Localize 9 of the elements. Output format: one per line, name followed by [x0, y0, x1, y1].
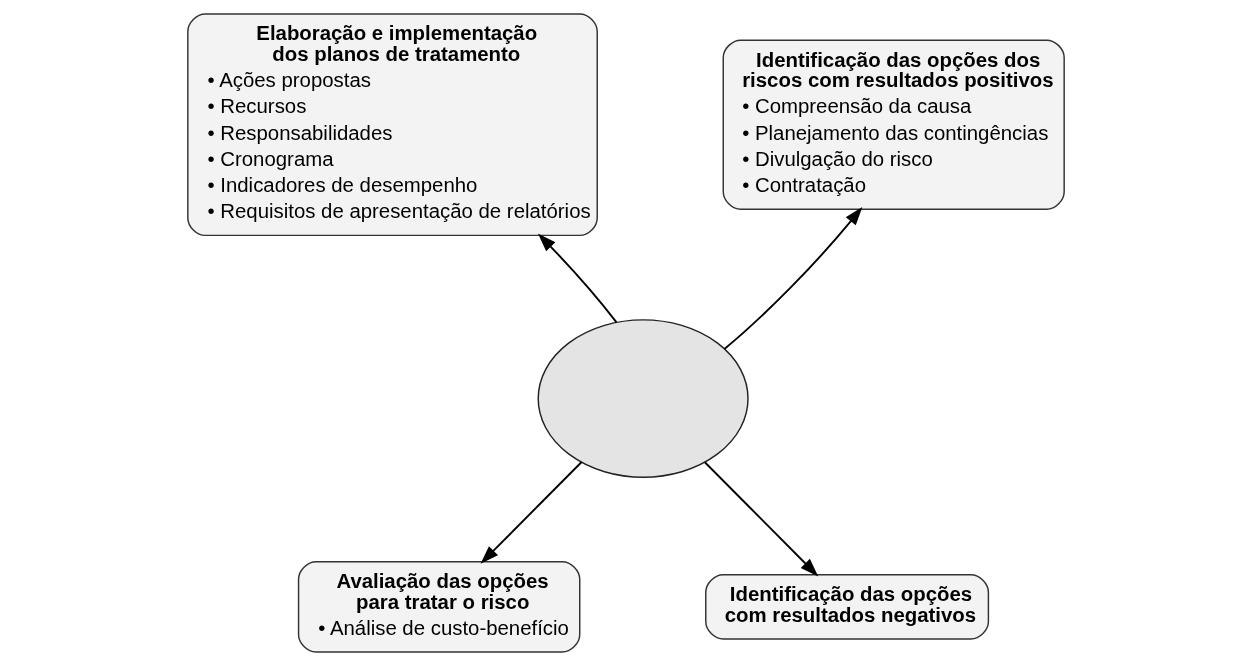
arrow	[723, 207, 863, 350]
arrow	[703, 461, 819, 577]
node-ellipse	[537, 319, 749, 478]
node-box: Identificação das opções com resultados negativos	[705, 574, 990, 640]
arrow	[480, 461, 583, 564]
node-box: Identificação das opções dos riscos com resultados positivos • Compreensão da causa • Planejamento das contingências • Divulgação do risco • Contratação	[722, 39, 1065, 210]
node-box: Elaboração e implementação dos planos de tratamento • Ações propostas • Recursos • Responsabilidades • Cronograma • Indicadores de desempenho • Requisitos de apresentação de relatórios	[187, 13, 598, 237]
node-box: Avaliação das opções para tratar o risco • Análise de custo-benefício	[297, 561, 581, 653]
arrow	[537, 233, 618, 324]
